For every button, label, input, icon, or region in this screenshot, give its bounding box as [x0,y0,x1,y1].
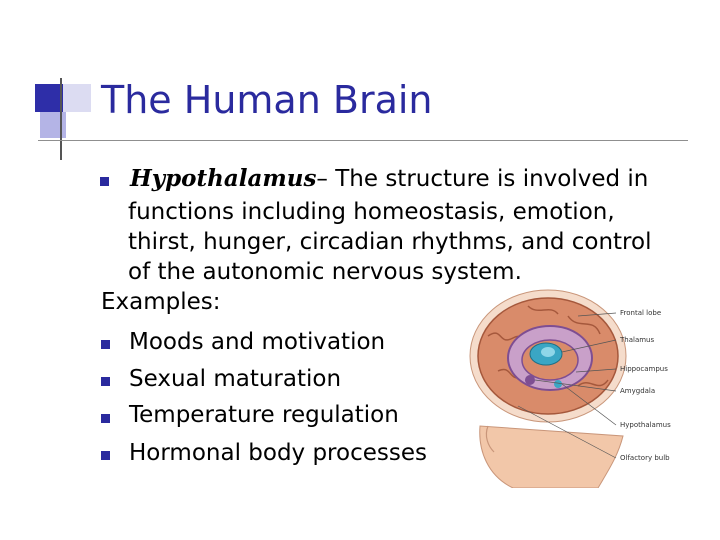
brain-illustration: Frontal lobe Thalamus Hippocampus Amygda… [469,289,671,488]
title-divider [38,140,688,141]
label-frontal-lobe: Frontal lobe [620,309,661,317]
label-olfactory-bulb: Olfactory bulb [620,454,670,462]
thalamus-highlight [541,347,555,357]
bullet-square-icon [101,414,110,423]
bullet-square-icon [101,340,110,349]
leader-line [517,405,617,459]
amygdala-shape [525,375,535,385]
decor-square-mid [40,112,66,138]
head-shape [479,425,624,488]
intro-line-4: of the autonomic nervous system. [128,259,522,285]
intro-line-1-text: – The structure is involved in [316,166,649,192]
decor-vertical-line [60,78,62,160]
intro-line-3: thirst, hunger, circadian rhythms, and c… [128,229,652,255]
example-item: Hormonal body processes [129,440,427,466]
leader-line [577,312,617,317]
bullet-square-icon [101,377,110,386]
leader-line [534,379,617,392]
example-item: Temperature regulation [129,402,399,428]
leader-line [575,368,617,373]
hypothalamus-shape [554,380,562,388]
bullet-square-icon [100,177,109,186]
label-amygdala: Amygdala [620,387,655,395]
label-hippocampus: Hippocampus [620,365,668,373]
slide-title: The Human Brain [101,78,433,122]
decor-square-light [63,84,91,112]
example-item: Moods and motivation [129,329,386,355]
term-hypothalamus: Hypothalamus [130,165,317,192]
example-item: Sexual maturation [129,366,342,392]
brain-fold [527,305,559,315]
intro-line-1: Hypothalamus– The structure is involved … [130,164,648,195]
intro-line-2: functions including homeostasis, emotion… [128,199,615,225]
bullet-square-icon [101,451,110,460]
label-hypothalamus: Hypothalamus [620,421,671,429]
label-thalamus: Thalamus [619,336,654,344]
decor-square-dark [35,84,63,112]
leader-line [561,339,617,353]
brain-fold [567,315,601,335]
examples-label: Examples: [101,289,221,315]
brain-fold [577,379,609,387]
ear-outline [485,425,495,453]
leader-line [561,383,617,426]
